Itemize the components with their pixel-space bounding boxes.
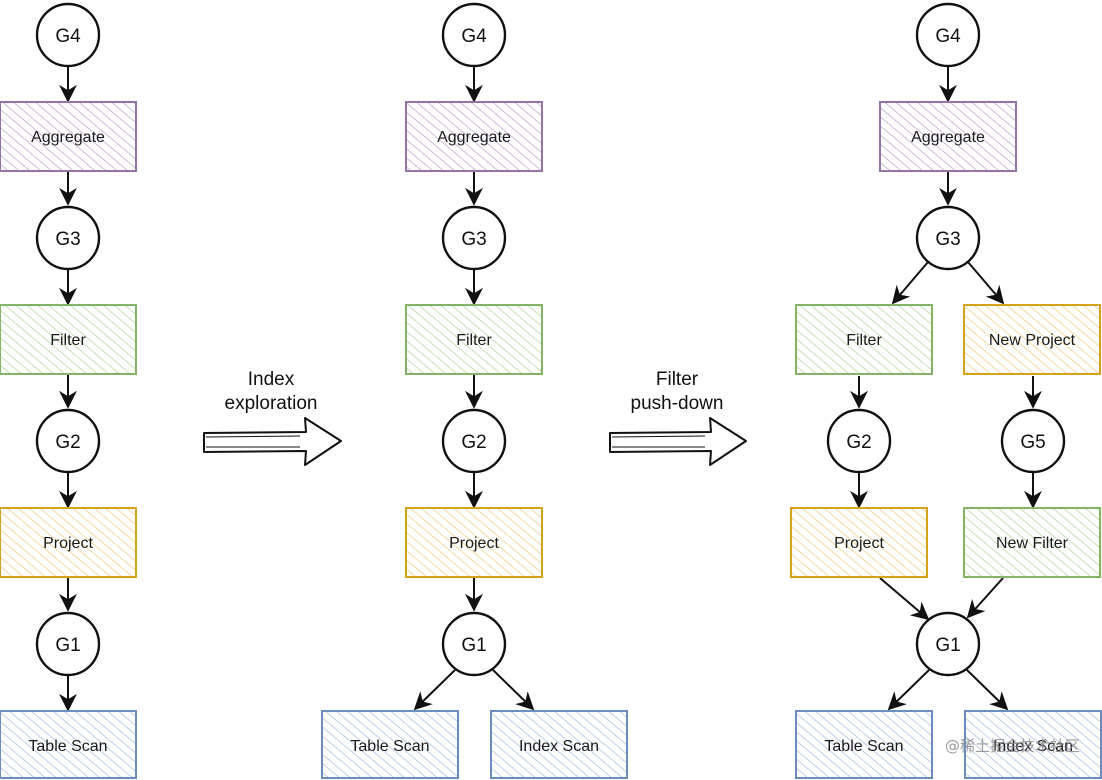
svg-text:Filter: Filter: [456, 332, 492, 349]
transition-filter-push-down: Filter push-down: [609, 369, 747, 466]
operator-project: Project: [790, 507, 928, 578]
operator-index-scan: Index Scan: [964, 710, 1102, 779]
operator-new-filter: New Filter: [963, 507, 1101, 578]
group-node-g1: G1: [441, 611, 507, 677]
svg-text:G2: G2: [846, 432, 871, 453]
edge-g1-indexscan: [966, 669, 1009, 711]
operator-index-scan: Index Scan: [490, 710, 628, 779]
svg-text:G4: G4: [935, 26, 961, 47]
svg-text:Project: Project: [449, 535, 499, 552]
group-node-g3: G3: [35, 205, 101, 271]
operator-filter: Filter: [0, 304, 137, 375]
block-arrow-right-icon: [609, 417, 747, 466]
operator-aggregate: Aggregate: [405, 101, 543, 172]
group-node-g1: G1: [915, 611, 981, 677]
svg-text:G2: G2: [461, 432, 486, 453]
svg-text:G2: G2: [55, 432, 80, 453]
panel-3: G4 G3 G2 G5 G1 Aggregate Filter New Pro: [790, 2, 1102, 779]
transition-label-line1: Index: [248, 369, 295, 390]
svg-text:G1: G1: [55, 635, 80, 656]
edge-project-g1: [879, 577, 930, 621]
operator-table-scan: Table Scan: [795, 710, 933, 779]
edge-newfilter-g1: [966, 577, 1004, 619]
transition-index-exploration: Index exploration: [203, 369, 342, 466]
svg-text:Project: Project: [43, 535, 93, 552]
panel-1: G4 G3 G2 G1 Aggregate Filter Project: [0, 2, 137, 779]
operator-filter: Filter: [795, 304, 933, 375]
edge-g1-indexscan: [492, 669, 535, 711]
group-node-g2: G2: [35, 408, 101, 474]
svg-text:G1: G1: [461, 635, 486, 656]
group-node-g1: G1: [35, 611, 101, 677]
group-node-g5: G5: [1000, 408, 1066, 474]
operator-new-project: New Project: [963, 304, 1101, 375]
group-node-g2: G2: [826, 408, 892, 474]
svg-text:Project: Project: [834, 535, 884, 552]
svg-text:Table Scan: Table Scan: [824, 738, 903, 755]
edge-g1-tablescan: [413, 669, 456, 711]
svg-text:New Project: New Project: [989, 332, 1076, 349]
transition-label-line2: push-down: [631, 393, 724, 414]
group-node-g2: G2: [441, 408, 507, 474]
operator-table-scan: Table Scan: [0, 710, 137, 779]
group-node-g4: G4: [915, 2, 981, 68]
svg-text:G4: G4: [55, 26, 81, 47]
svg-text:Index Scan: Index Scan: [519, 738, 599, 755]
edge-g3-filter: [891, 261, 929, 305]
edge-g3-newproject: [967, 261, 1005, 305]
group-node-g3: G3: [915, 205, 981, 271]
svg-text:Index Scan: Index Scan: [993, 738, 1073, 755]
watermark: @稀土掘金技术社区: [945, 737, 1080, 755]
operator-table-scan: Table Scan: [321, 710, 459, 779]
svg-text:Filter: Filter: [846, 332, 882, 349]
panel-2: G4 G3 G2 G1 Aggregate Filter Project Ta: [321, 2, 628, 779]
operator-project: Project: [0, 507, 137, 578]
group-node-g4: G4: [441, 2, 507, 68]
group-node-g4: G4: [35, 2, 101, 68]
svg-text:Aggregate: Aggregate: [437, 129, 511, 146]
svg-text:G3: G3: [461, 229, 486, 250]
svg-text:Filter: Filter: [50, 332, 86, 349]
svg-text:Aggregate: Aggregate: [31, 129, 105, 146]
operator-aggregate: Aggregate: [879, 101, 1017, 172]
svg-text:G1: G1: [935, 635, 960, 656]
svg-text:G5: G5: [1020, 432, 1045, 453]
operator-aggregate: Aggregate: [0, 101, 137, 172]
svg-text:Table Scan: Table Scan: [28, 738, 107, 755]
operator-filter: Filter: [405, 304, 543, 375]
svg-text:New Filter: New Filter: [996, 535, 1069, 552]
svg-text:G4: G4: [461, 26, 487, 47]
svg-text:Table Scan: Table Scan: [350, 738, 429, 755]
transition-label-line2: exploration: [225, 393, 318, 414]
block-arrow-right-icon: [203, 417, 342, 466]
edge-g1-tablescan: [887, 669, 930, 711]
group-node-g3: G3: [441, 205, 507, 271]
svg-text:G3: G3: [55, 229, 80, 250]
operator-project: Project: [405, 507, 543, 578]
svg-text:Aggregate: Aggregate: [911, 129, 985, 146]
svg-text:G3: G3: [935, 229, 960, 250]
transition-label-line1: Filter: [656, 369, 699, 390]
